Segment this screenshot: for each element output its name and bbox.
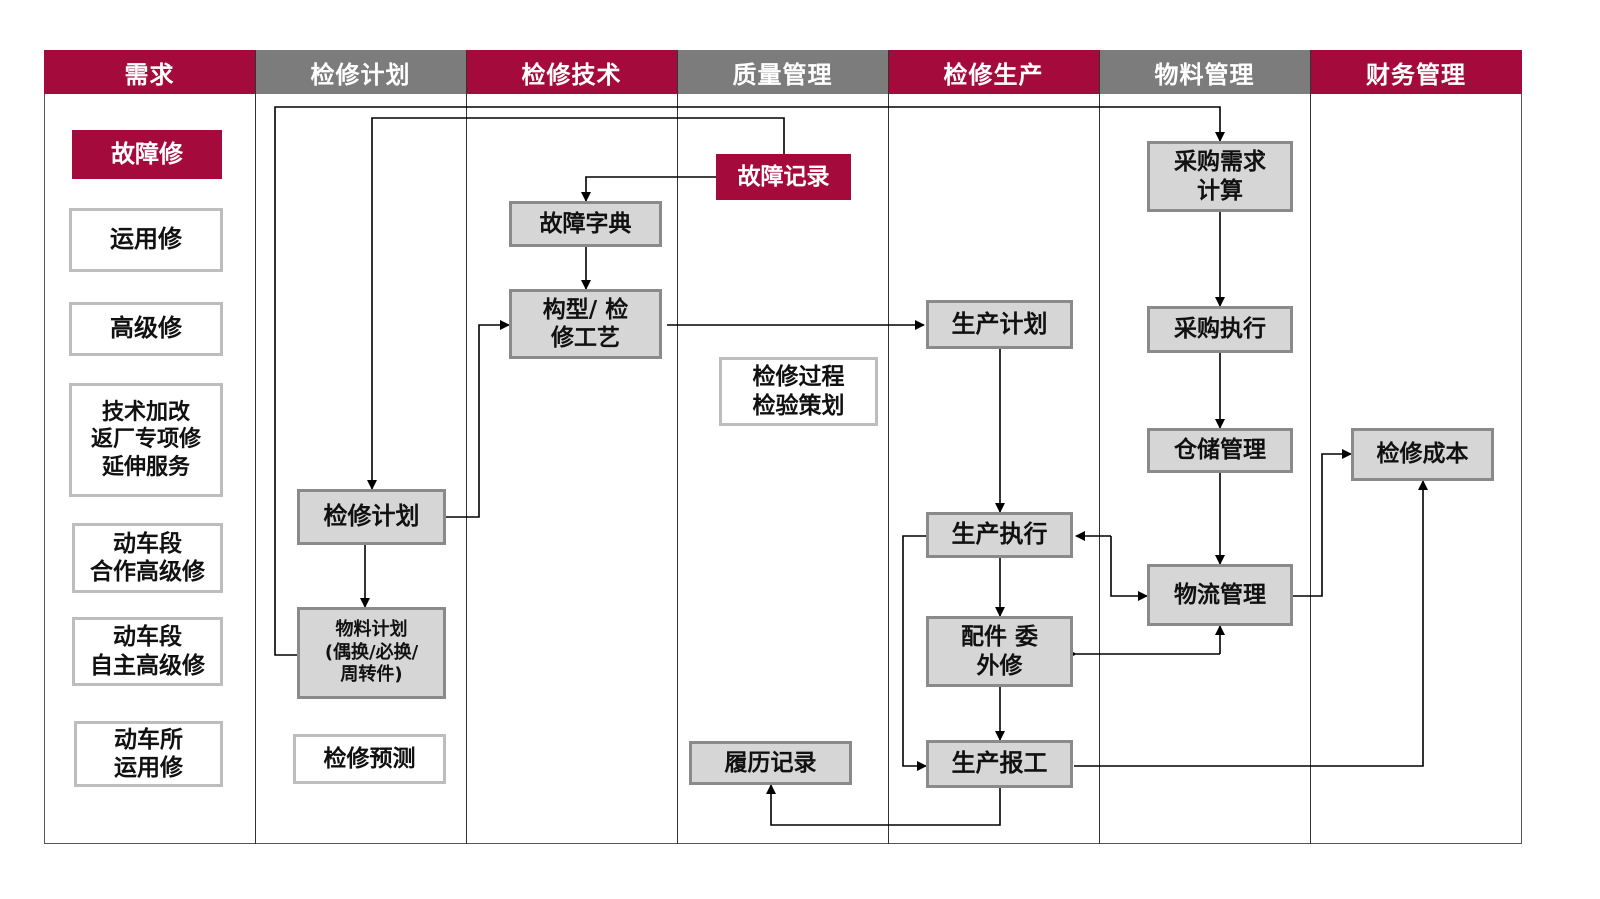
column-header-material: 物料管理 bbox=[1099, 50, 1310, 94]
parts-outsource-node: 配件 委 外修 bbox=[926, 616, 1073, 687]
lane-divider bbox=[888, 50, 889, 844]
inspection-planning-node: 检修过程 检验策划 bbox=[719, 357, 878, 426]
demand-operation-repair: 运用修 bbox=[69, 208, 223, 272]
link-logistics-to-cost bbox=[1292, 449, 1352, 597]
link-report-to-cost bbox=[1074, 480, 1428, 767]
link-material-plan-to-purchase-calc bbox=[274, 106, 1225, 656]
link-report-to-history bbox=[766, 784, 1001, 826]
column-header-plan: 检修计划 bbox=[255, 50, 466, 94]
link-prod-exec-to-report bbox=[902, 535, 928, 771]
fault-record-node: 故障记录 bbox=[716, 154, 851, 200]
purchase-exec-node: 采购执行 bbox=[1147, 306, 1293, 353]
link-fault-record-to-dictionary bbox=[581, 176, 716, 202]
warehouse-node: 仓储管理 bbox=[1147, 428, 1293, 473]
production-report-node: 生产报工 bbox=[926, 740, 1073, 788]
link-fault-record-to-plan bbox=[367, 117, 785, 490]
column-header-finance: 财务管理 bbox=[1310, 50, 1522, 94]
structure-process-node: 构型/ 检 修工艺 bbox=[509, 289, 662, 359]
production-exec-node: 生产执行 bbox=[926, 512, 1073, 558]
fault-dictionary-node: 故障字典 bbox=[509, 201, 662, 247]
production-plan-node: 生产计划 bbox=[926, 300, 1073, 349]
purchase-calc-node: 采购需求 计算 bbox=[1147, 141, 1293, 212]
link-prod-exec-logistics bbox=[1110, 536, 1148, 601]
lane-divider bbox=[1310, 50, 1311, 844]
demand-fault-repair: 故障修 bbox=[72, 130, 222, 179]
column-header-production: 检修生产 bbox=[888, 50, 1099, 94]
demand-depot-self: 动车段 自主高级修 bbox=[72, 617, 223, 686]
demand-station-operation: 动车所 运用修 bbox=[74, 721, 223, 787]
column-header-demand: 需求 bbox=[44, 50, 255, 94]
maintenance-plan-node: 检修计划 bbox=[297, 489, 446, 545]
column-header-tech: 检修技术 bbox=[466, 50, 677, 94]
lane-divider bbox=[677, 50, 678, 844]
demand-depot-cooperative: 动车段 合作高级修 bbox=[72, 523, 223, 593]
lane-divider bbox=[466, 50, 467, 844]
lane-divider bbox=[1099, 50, 1100, 844]
history-record-node: 履历记录 bbox=[689, 741, 852, 785]
logistics-node: 物流管理 bbox=[1147, 564, 1293, 626]
forecast-node: 检修预测 bbox=[293, 734, 446, 784]
column-header-quality: 质量管理 bbox=[677, 50, 888, 94]
lane-divider bbox=[255, 50, 256, 844]
demand-advanced-repair: 高级修 bbox=[69, 302, 223, 356]
link-plan-to-structure bbox=[446, 320, 510, 518]
material-plan-node: 物料计划 (偶换/必换/ 周转件) bbox=[297, 607, 446, 699]
repair-cost-node: 检修成本 bbox=[1351, 428, 1494, 481]
demand-tech-modification: 技术加改 返厂专项修 延伸服务 bbox=[69, 383, 223, 497]
